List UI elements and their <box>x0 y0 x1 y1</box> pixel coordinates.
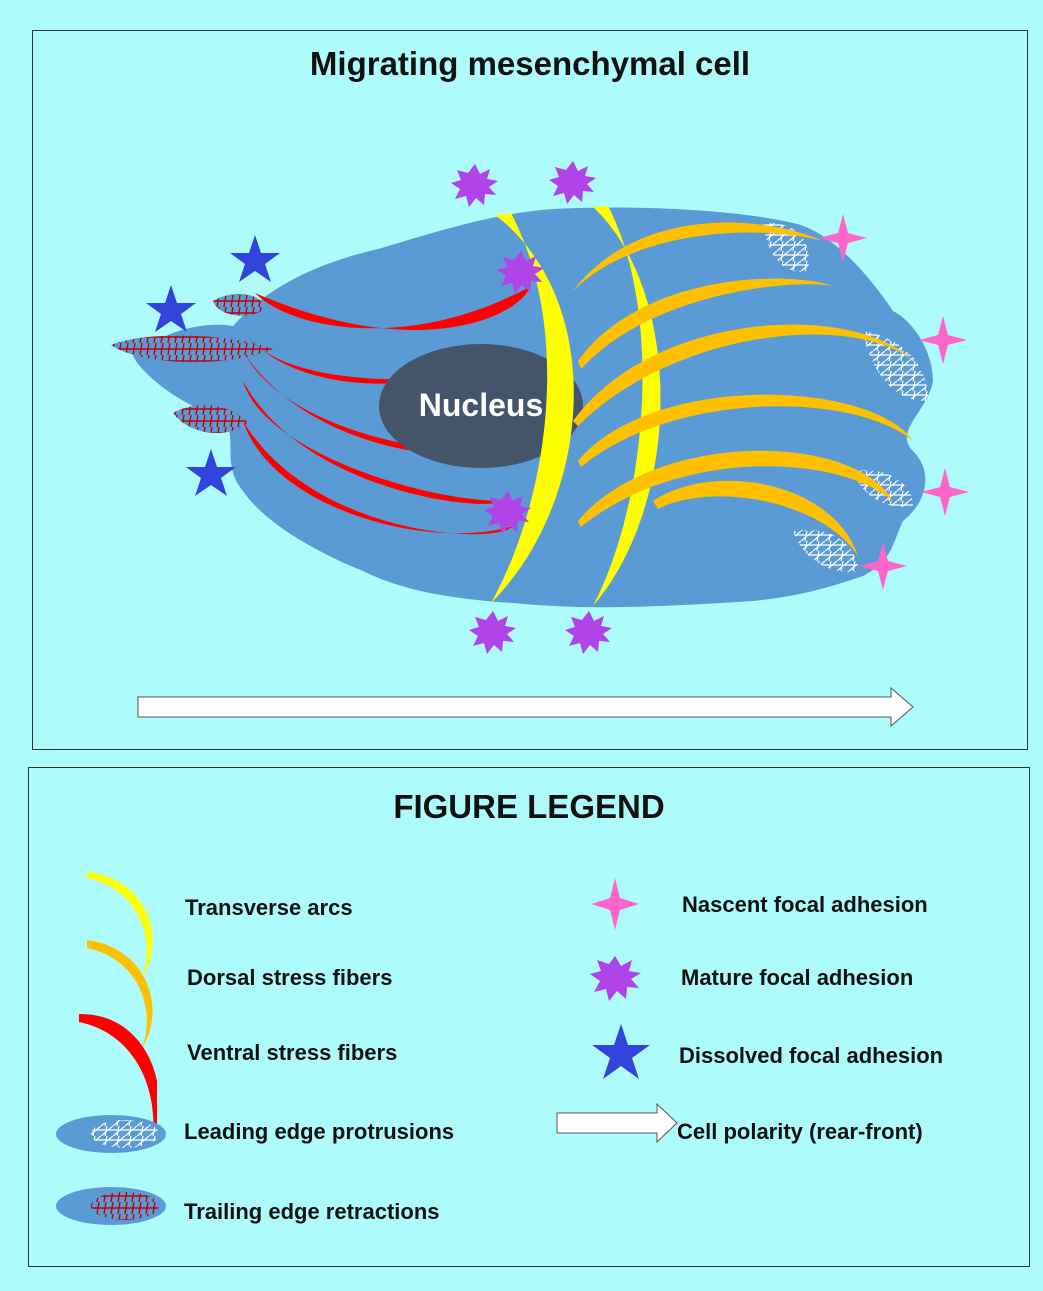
legend-title: FIGURE LEGEND <box>29 788 1029 826</box>
blue-star-icon <box>592 1024 650 1079</box>
legend-label-ventral-stress-fibers: Ventral stress fibers <box>187 1040 397 1066</box>
legend-label-nascent-focal-adhesion: Nascent focal adhesion <box>682 892 928 918</box>
cell-polarity-arrow <box>138 688 913 726</box>
legend-label-dissolved-focal-adhesion: Dissolved focal adhesion <box>679 1043 943 1069</box>
legend-right-icons <box>549 868 689 1158</box>
legend-label-dorsal-stress-fibers: Dorsal stress fibers <box>187 965 392 991</box>
legend-label-cell-polarity: Cell polarity (rear-front) <box>677 1119 923 1145</box>
pink-star-icon <box>591 878 639 930</box>
legend-panel: FIGURE LEGEND Transverse arcs Dorsal str… <box>28 767 1030 1267</box>
purple-burst-icon <box>590 956 641 1001</box>
legend-label-mature-focal-adhesion: Mature focal adhesion <box>681 965 913 991</box>
legend-label-transverse-arcs: Transverse arcs <box>185 895 353 921</box>
diagram-panel: Migrating mesenchymal cell <box>32 30 1028 750</box>
cell-diagram: Nucleus <box>33 31 1029 751</box>
legend-label-trailing-edge-retractions: Trailing edge retractions <box>184 1199 440 1225</box>
legend-left-ellipses <box>53 1106 173 1246</box>
nucleus-label: Nucleus <box>419 387 543 423</box>
legend-label-leading-edge-protrusions: Leading edge protrusions <box>184 1119 454 1145</box>
white-arrow-icon <box>557 1104 677 1142</box>
